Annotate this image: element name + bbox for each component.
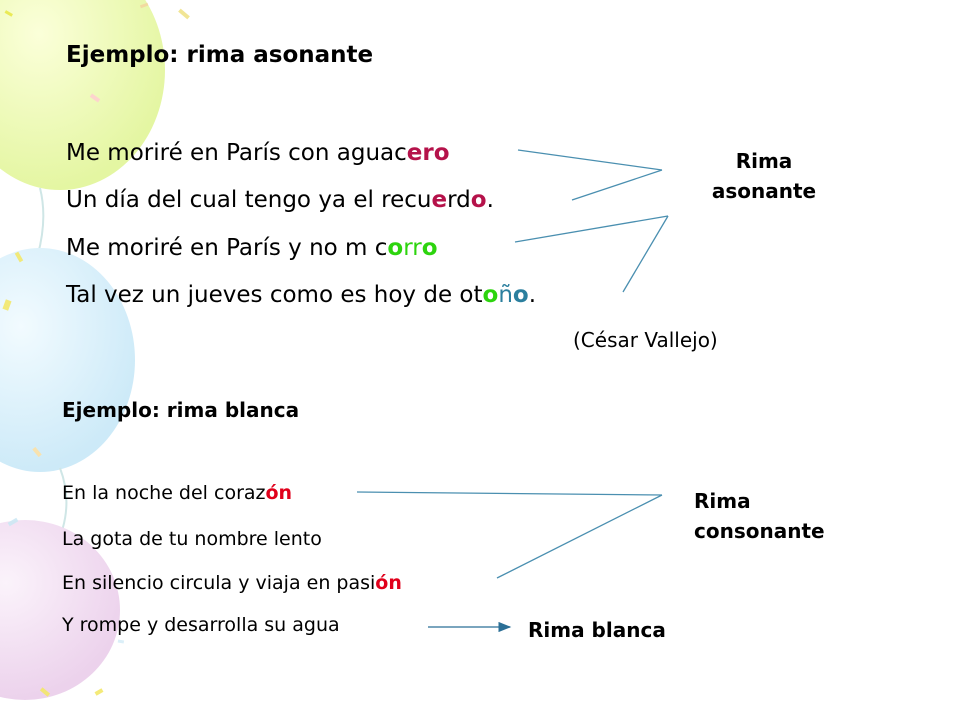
section1-title: Ejemplo: rima asonante: [66, 42, 374, 68]
confetti: [2, 2, 190, 697]
verse-rhyme-vowel: er: [406, 140, 434, 166]
verse-text: .: [486, 187, 494, 213]
label-rima-blanca: Rima blanca: [528, 618, 666, 642]
verse-text: ñ: [498, 282, 513, 308]
section2-verse: La gota de tu nombre lento: [62, 528, 322, 550]
balloon-pink: [0, 520, 120, 700]
verse-text: Me moriré en París y no m c: [66, 235, 388, 261]
label-rima-asonante-line1: Rima: [735, 149, 793, 173]
verse-text: La gota de tu nombre lento: [62, 528, 322, 550]
label-rima-consonante-line2: consonante: [694, 519, 825, 543]
section2-verse: En la noche del corazón: [62, 482, 292, 504]
verse-rhyme-vowel: o: [433, 140, 450, 166]
verse-rhyme-ending: ón: [375, 572, 402, 594]
poem-credit: (César Vallejo): [573, 328, 718, 352]
section1-verse: Me moriré en París con aguacero: [66, 140, 450, 166]
verse-rhyme-vowel: o: [512, 282, 529, 308]
section2-verse: En silencio circula y viaja en pasión: [62, 572, 402, 594]
verse-text: rd: [447, 187, 471, 213]
verse-text: En la noche del coraz: [62, 482, 266, 504]
verse-rhyme-vowel: e: [431, 187, 448, 213]
label-rima-asonante: Rima asonante: [700, 146, 828, 206]
verse-text: Me moriré en París con aguac: [66, 140, 407, 166]
verse-text: En silencio circula y viaja en pasi: [62, 572, 376, 594]
verse-rhyme-ending: ón: [265, 482, 293, 504]
verse-rhyme-vowel: o: [421, 235, 438, 261]
section1-verse: Me moriré en París y no m corro: [66, 235, 438, 261]
label-rima-consonante-line1: Rima: [694, 489, 751, 513]
label-rima-consonante: Rima consonante: [694, 486, 825, 546]
section1-verse: Un día del cual tengo ya el recuerdo.: [66, 187, 494, 213]
verse-text: rr: [403, 235, 422, 261]
verse-text: Y rompe y desarrolla su agua: [62, 614, 340, 636]
verse-rhyme-vowel: o: [482, 282, 499, 308]
verse-rhyme-vowel: o: [387, 235, 404, 261]
verse-text: Tal vez un jueves como es hoy de ot: [66, 282, 483, 308]
section2-title: Ejemplo: rima blanca: [62, 398, 300, 422]
section2-verse: Y rompe y desarrolla su agua: [62, 614, 340, 636]
section1-verse: Tal vez un jueves como es hoy de otoño.: [66, 282, 536, 308]
label-rima-asonante-line2: asonante: [711, 179, 817, 203]
verse-rhyme-vowel: o: [470, 187, 487, 213]
verse-text: Un día del cual tengo ya el recu: [66, 187, 432, 213]
verse-text: .: [528, 282, 537, 308]
